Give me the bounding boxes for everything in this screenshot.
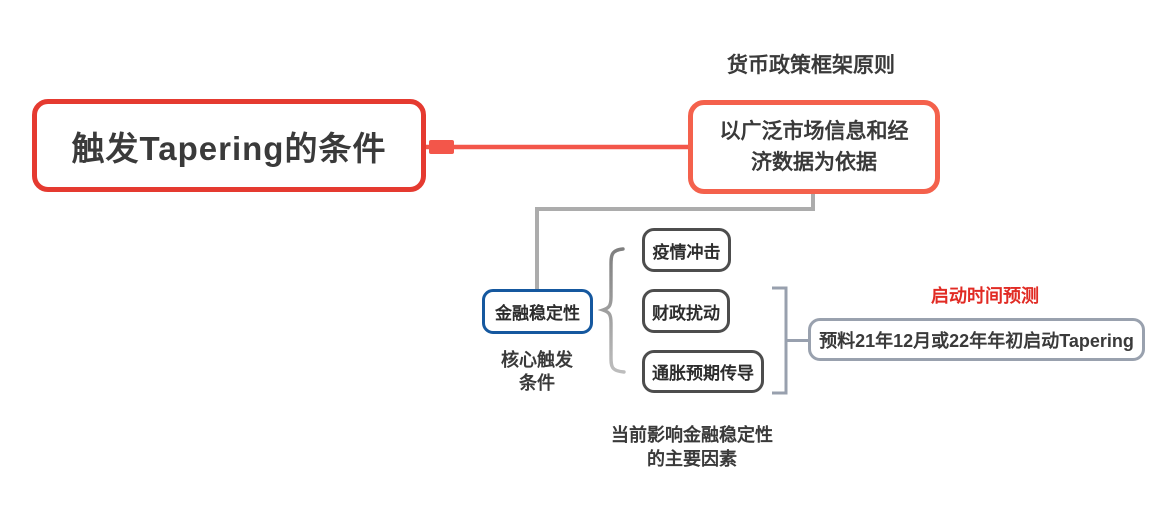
factor-node-inflation[interactable]: 通胀预期传导: [642, 350, 764, 393]
factor-node-pandemic[interactable]: 疫情冲击: [642, 228, 731, 272]
root-node[interactable]: 触发Tapering的条件: [32, 99, 426, 192]
policy-node-line1: 以广泛市场信息和经: [719, 120, 909, 143]
policy-stability-connector: [535, 193, 815, 292]
prediction-bracket: [772, 286, 788, 395]
stability-node[interactable]: 金融稳定性: [482, 289, 593, 334]
factors-caption[interactable]: 当前影响金融稳定性 的主要因素: [592, 423, 792, 471]
factor-node-fiscal[interactable]: 财政扰动: [642, 289, 730, 333]
factors-brace: [597, 247, 626, 374]
collapse-handle[interactable]: [429, 140, 454, 154]
prediction-title[interactable]: 启动时间预测: [931, 286, 1039, 306]
stability-caption[interactable]: 核心触发 条件: [457, 349, 617, 395]
stability-caption-line2: 条件: [519, 373, 555, 393]
factors-caption-line1: 当前影响金融稳定性: [611, 425, 773, 445]
stability-caption-line1: 核心触发: [501, 350, 573, 370]
policy-node[interactable]: 以广泛市场信息和经 济数据为依据: [688, 100, 940, 194]
policy-branch-title[interactable]: 货币政策框架原则: [727, 54, 895, 77]
policy-node-line2: 济数据为依据: [751, 151, 877, 174]
factors-caption-line2: 的主要因素: [647, 449, 737, 469]
prediction-node[interactable]: 预料21年12月或22年年初启动Tapering: [808, 318, 1145, 361]
